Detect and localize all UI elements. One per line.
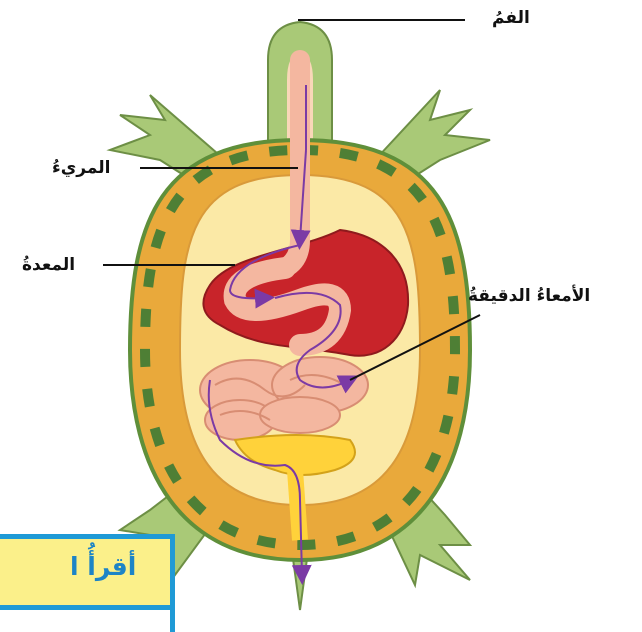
label-stomach: المعدةُ [22, 255, 75, 275]
callout-box-lower [0, 610, 175, 632]
callout-text: أقرأُ ا [70, 552, 136, 581]
label-small-intestine: الأمعاءُ الدقيقةُ [468, 286, 590, 306]
label-esophagus: المريءُ [52, 158, 110, 178]
label-mouth: الفمُ [492, 8, 530, 28]
